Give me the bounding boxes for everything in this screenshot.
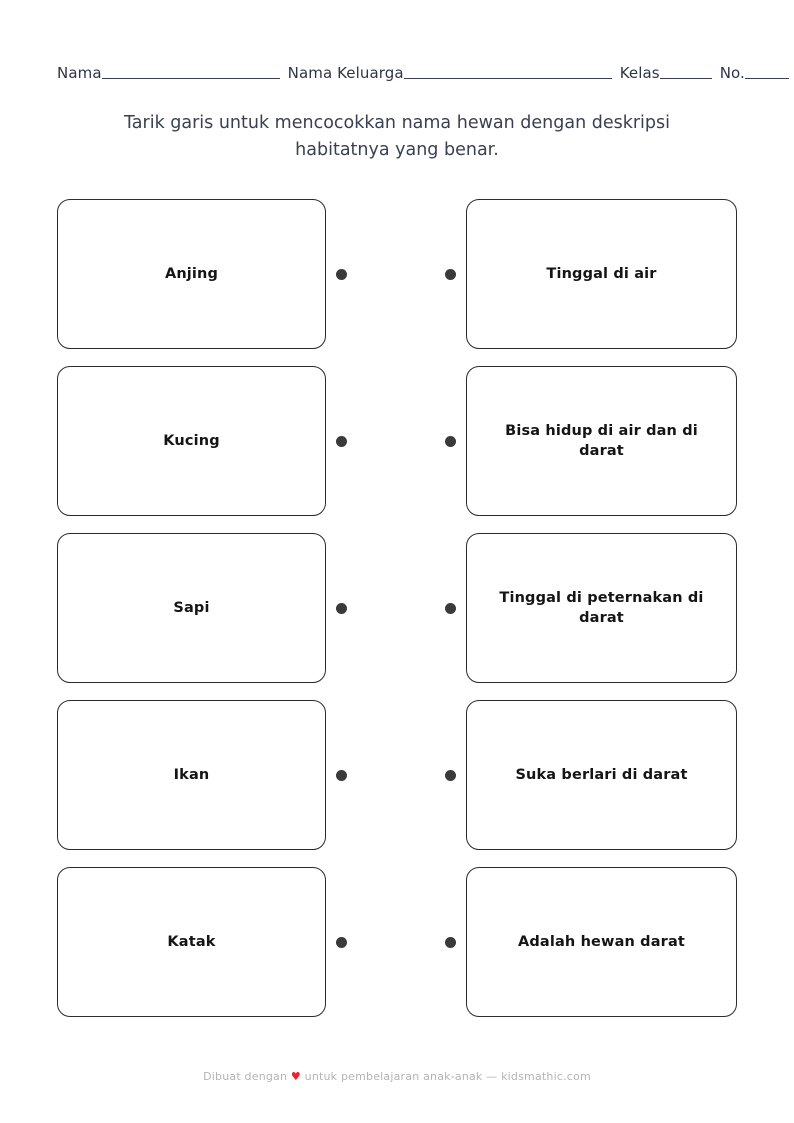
animal-card[interactable]: Ikan	[57, 700, 326, 850]
nama-input-line[interactable]	[101, 78, 280, 79]
habitat-label: Adalah hewan darat	[518, 934, 685, 950]
habitat-card[interactable]: Suka berlari di darat	[466, 700, 737, 850]
connector-dot-right[interactable]	[445, 268, 456, 280]
habitat-card[interactable]: Bisa hidup di air dan di darat	[466, 366, 737, 516]
habitat-label: Suka berlari di darat	[515, 767, 688, 783]
connector-dot-right[interactable]	[445, 435, 456, 447]
connector-dot-left[interactable]	[336, 602, 347, 614]
no-input-line[interactable]	[744, 78, 789, 79]
match-row: Ikan Suka berlari di darat	[0, 700, 794, 850]
habitat-label: Bisa hidup di air dan di darat	[505, 423, 698, 459]
habitat-card[interactable]: Tinggal di air	[466, 199, 737, 349]
animal-card[interactable]: Anjing	[57, 199, 326, 349]
animal-card[interactable]: Sapi	[57, 533, 326, 683]
connector-dot-left[interactable]	[336, 435, 347, 447]
nama-label: Nama	[57, 64, 102, 82]
habitat-card[interactable]: Tinggal di peternakan di darat	[466, 533, 737, 683]
footer-credit: Dibuat dengan ♥ untuk pembelajaran anak-…	[0, 1070, 794, 1083]
instruction-text: Tarik garis untuk mencocokkan nama hewan…	[124, 113, 670, 160]
connector-dot-left[interactable]	[336, 936, 347, 948]
no-label: No.	[719, 64, 745, 82]
match-row: Katak Adalah hewan darat	[0, 867, 794, 1017]
animal-label: Katak	[167, 934, 216, 950]
match-row: Anjing Tinggal di air	[0, 199, 794, 349]
animal-label: Anjing	[164, 266, 219, 282]
nama-keluarga-input-line[interactable]	[403, 78, 612, 79]
habitat-label: Tinggal di peternakan di darat	[499, 590, 704, 626]
footer-prefix: Dibuat dengan	[203, 1070, 288, 1083]
animal-label: Ikan	[173, 767, 210, 783]
habitat-label: Tinggal di air	[546, 266, 657, 282]
habitat-card[interactable]: Adalah hewan darat	[466, 867, 737, 1017]
match-row: Sapi Tinggal di peternakan di darat	[0, 533, 794, 683]
match-row: Kucing Bisa hidup di air dan di darat	[0, 366, 794, 516]
connector-dot-left[interactable]	[336, 268, 347, 280]
animal-card[interactable]: Kucing	[57, 366, 326, 516]
animal-card[interactable]: Katak	[57, 867, 326, 1017]
connector-dot-left[interactable]	[336, 769, 347, 781]
student-info-row: Nama Nama Keluarga Kelas No.	[57, 64, 794, 82]
heart-icon: ♥	[290, 1070, 301, 1083]
animal-label: Sapi	[173, 600, 210, 616]
kelas-label: Kelas	[619, 64, 660, 82]
connector-dot-right[interactable]	[445, 602, 456, 614]
connector-dot-right[interactable]	[445, 769, 456, 781]
nama-keluarga-label: Nama Keluarga	[287, 64, 404, 82]
footer-suffix: untuk pembelajaran anak-anak — kidsmathi…	[304, 1070, 591, 1083]
connector-dot-right[interactable]	[445, 936, 456, 948]
animal-label: Kucing	[163, 433, 220, 449]
kelas-input-line[interactable]	[659, 78, 712, 79]
matching-exercise: Anjing Tinggal di air Kucing Bisa hidup …	[0, 199, 794, 1034]
